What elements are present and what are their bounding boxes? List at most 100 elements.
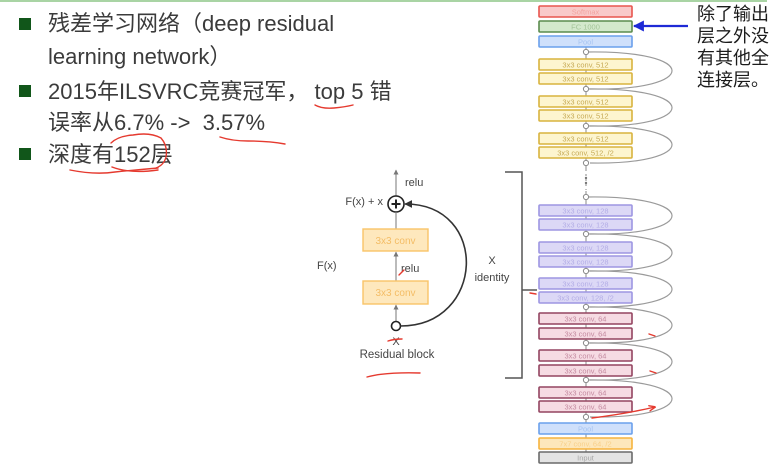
side-note-line: 层之外没 xyxy=(697,26,769,46)
layer-label: 3x3 conv, 512 xyxy=(562,134,608,143)
input-node xyxy=(390,320,402,332)
output-relu-label: relu xyxy=(405,177,423,189)
pen-mark xyxy=(529,292,537,295)
bullet-marker xyxy=(19,85,31,97)
layer-label: 3x3 conv, 512 xyxy=(562,111,608,120)
layer-label: 3x3 conv, 64 xyxy=(565,314,607,323)
layer-block xyxy=(538,72,633,85)
side-note-line: 有其他全 xyxy=(697,48,769,68)
layer-block xyxy=(538,255,633,268)
layer-block xyxy=(538,95,633,108)
skip-connection xyxy=(585,233,673,272)
pen-mark-relu xyxy=(398,269,405,276)
pen-strike-input xyxy=(387,338,403,342)
layer-label: FC 1000 xyxy=(571,22,600,31)
side-note: 除了输出 层之外没 有其他全 连接层。 xyxy=(697,3,769,91)
layer-label: Pool xyxy=(578,424,593,433)
grouping-bracket xyxy=(505,171,537,379)
layer-block xyxy=(538,437,633,450)
skip-connection xyxy=(585,379,673,418)
plus-icon xyxy=(391,199,401,209)
layer-block xyxy=(538,451,633,464)
layer-label: 3x3 conv, 128 xyxy=(562,206,608,215)
layer-label: 3x3 conv, 512, /2 xyxy=(557,148,614,157)
ellipsis-dot xyxy=(584,176,588,180)
skip-connection xyxy=(585,88,673,127)
layer-label: 3x3 conv, 64 xyxy=(565,329,607,338)
layer-block xyxy=(538,218,633,231)
layer-block xyxy=(538,204,633,217)
skip-connection xyxy=(585,306,673,344)
layer-label: 7x7 conv, 64, /2 xyxy=(559,439,611,448)
layer-block xyxy=(538,349,633,362)
pen-circle-152 xyxy=(110,133,168,169)
conv-box-top xyxy=(362,228,429,252)
junction-node xyxy=(582,230,590,238)
pen-underline-depth xyxy=(69,167,159,174)
layer-block xyxy=(538,35,633,48)
mid-relu-label: relu xyxy=(401,263,419,275)
skip-connection xyxy=(585,196,673,235)
pen-underline-error-rate xyxy=(219,136,286,145)
junction-node xyxy=(582,303,590,311)
diagram-caption: Residual block xyxy=(360,349,435,361)
layer-label: 3x3 conv, 64 xyxy=(565,351,607,360)
layer-block xyxy=(538,277,633,290)
ellipsis-dot xyxy=(584,181,588,185)
shortcut-label: identity xyxy=(475,272,510,284)
shortcut-label: X xyxy=(488,255,496,267)
junction-node xyxy=(582,48,590,56)
layer-block xyxy=(538,109,633,122)
bullet-1-line-2: learning network） xyxy=(48,44,232,69)
skip-connection xyxy=(585,125,673,164)
bullet-3-line-1: 深度有152层 xyxy=(48,142,173,167)
side-note-line: 连接层。 xyxy=(697,70,769,90)
layer-label: 3x3 conv, 512 xyxy=(562,97,608,106)
side-note-line: 除了输出 xyxy=(697,4,769,24)
conv-box-bottom-label: 3x3 conv xyxy=(375,288,415,299)
layer-label: Softmax xyxy=(572,7,600,16)
bullet-marker xyxy=(19,18,31,30)
junction-node xyxy=(582,193,590,201)
junction-node xyxy=(582,339,590,347)
layer-label: Pool xyxy=(578,37,593,46)
layer-label: 3x3 conv, 64 xyxy=(565,402,607,411)
layer-label: 3x3 conv, 512 xyxy=(562,74,608,83)
bracket-line xyxy=(505,171,523,379)
function-label: F(x) xyxy=(317,260,337,272)
layer-label: Input xyxy=(577,453,595,462)
junction-node xyxy=(582,122,590,130)
layer-block xyxy=(538,422,633,435)
skip-connection xyxy=(585,51,673,90)
layer-label: 3x3 conv, 128 xyxy=(562,220,608,229)
layer-block xyxy=(538,132,633,145)
bullet-2-line-1: 2015年ILSVRC竞赛冠军， top 5 错 xyxy=(48,79,392,104)
header-rule xyxy=(0,0,767,2)
conv-box-top-label: 3x3 conv xyxy=(375,236,415,247)
pen-arrow-shortcut xyxy=(591,407,655,419)
pen-annotations xyxy=(69,104,657,419)
layer-block xyxy=(538,400,633,413)
layer-label: 3x3 conv, 128 xyxy=(562,257,608,266)
layer-block xyxy=(538,291,633,304)
bullet-1-line-1: 残差学习网络（deep residual xyxy=(48,11,335,36)
pen-mark xyxy=(648,333,656,337)
junction-node xyxy=(582,159,590,167)
layer-block xyxy=(538,364,633,377)
junction-node xyxy=(582,267,590,275)
layer-label: 3x3 conv, 128 xyxy=(562,243,608,252)
junction-node xyxy=(582,376,590,384)
layer-block xyxy=(538,20,633,33)
layer-label: 3x3 conv, 512 xyxy=(562,60,608,69)
layer-block xyxy=(538,327,633,340)
layer-label: 3x3 conv, 128, /2 xyxy=(557,293,614,302)
layer-block xyxy=(538,146,633,159)
conv-box-bottom xyxy=(362,280,429,305)
sum-label: F(x) + x xyxy=(345,196,383,208)
identity-shortcut-arrow xyxy=(400,200,468,327)
pen-underline-depth xyxy=(111,166,159,173)
junction-node xyxy=(582,413,590,421)
input-label: X xyxy=(392,336,400,348)
layer-label: 3x3 conv, 128 xyxy=(562,279,608,288)
